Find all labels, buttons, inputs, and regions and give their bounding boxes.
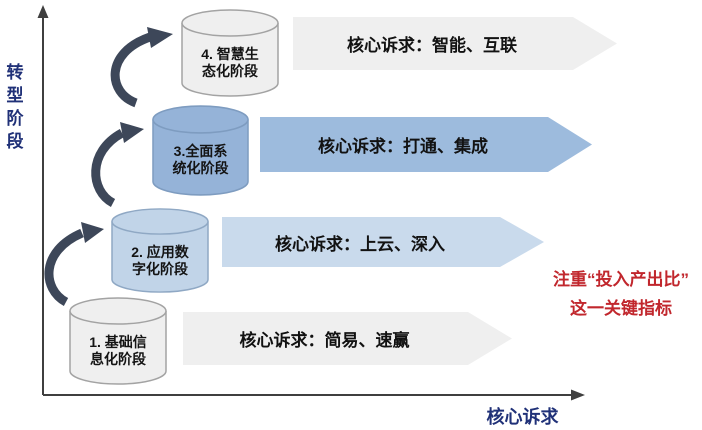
- cylinder-icon: [111, 208, 209, 293]
- stage-cylinder-1: 1. 基础信 息化阶段: [68, 296, 168, 386]
- stage-1-label: 1. 基础信 息化阶段: [68, 334, 168, 368]
- stage-cylinder-3: 3.全面系 统化阶段: [151, 104, 250, 197]
- stage-cylinder-2: 2. 应用数 字化阶段: [110, 207, 210, 294]
- stage-3-label: 3.全面系 统化阶段: [151, 143, 250, 177]
- stage-4-label: 4. 智慧生 态化阶段: [180, 46, 280, 80]
- stage-4-label-line1: 4. 智慧生: [201, 45, 259, 62]
- flow-arrow-stage1-to-2: [44, 222, 104, 306]
- roi-note: 注重“投入产出比” 这一关键指标: [540, 265, 702, 323]
- stage-3-label-line2: 统化阶段: [172, 160, 229, 177]
- banner-stage-4: 核心诉求：智能、互联: [293, 17, 617, 70]
- banner-stage-1: 核心诉求：简易、速赢: [183, 312, 512, 365]
- banner-stage-2: 核心诉求：上云、深入: [222, 217, 544, 267]
- stage-1-label-line1: 1. 基础信: [89, 333, 147, 350]
- banner-stage-3-text: 核心诉求：打通、集成: [318, 137, 488, 156]
- stage-4-label-line2: 态化阶段: [202, 62, 258, 79]
- stage-2-label-line2: 字化阶段: [132, 260, 188, 277]
- cylinder-icon: [152, 105, 249, 196]
- flow-arrow-stage2-to-3: [91, 122, 144, 207]
- banner-stage-1-text: 核心诉求：简易、速赢: [239, 331, 410, 350]
- cylinder-icon: [69, 297, 167, 385]
- roi-note-line2: 这一关键指标: [570, 299, 672, 318]
- stage-1-label-line2: 息化阶段: [90, 350, 146, 367]
- banner-stage-3: 核心诉求：打通、集成: [260, 117, 592, 172]
- x-axis-label: 核心诉求: [486, 407, 559, 427]
- y-axis-label: 转型阶段: [6, 63, 24, 151]
- banner-stage-2-text: 核心诉求：上云、深入: [275, 234, 445, 254]
- cylinder-icon: [181, 9, 279, 97]
- stage-3-label-line1: 3.全面系: [173, 143, 228, 160]
- banner-stage-4-text: 核心诉求：智能、互联: [347, 36, 517, 55]
- stage-2-label: 2. 应用数 字化阶段: [110, 244, 210, 278]
- roi-note-line1: 注重“投入产出比”: [553, 270, 689, 289]
- flow-arrow-stage3-to-4: [110, 27, 173, 108]
- x-axis-arrowhead-icon: [571, 389, 585, 401]
- stage-2-label-line1: 2. 应用数: [131, 243, 189, 260]
- y-axis-arrowhead-icon: [37, 5, 49, 18]
- stage-cylinder-4: 4. 智慧生 态化阶段: [180, 8, 280, 98]
